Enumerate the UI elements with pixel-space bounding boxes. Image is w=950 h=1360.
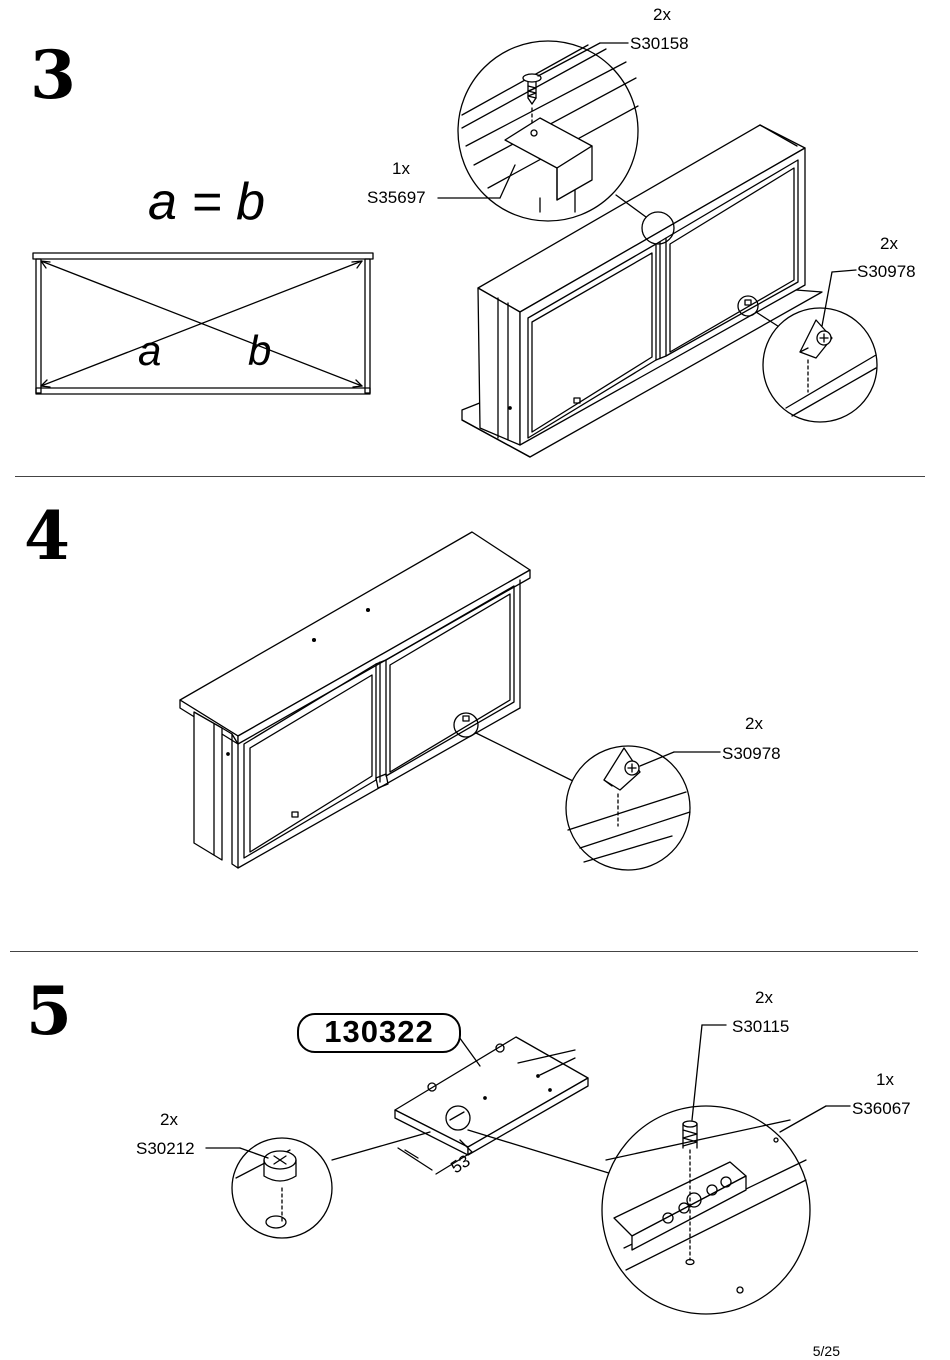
callout-s30978b-qty: 2x bbox=[745, 714, 763, 733]
step-3-number: 3 bbox=[30, 36, 76, 114]
detail-bracket bbox=[457, 40, 639, 222]
diagonal-b-label: b bbox=[248, 327, 272, 374]
callout-s30978b-code: S30978 bbox=[722, 744, 781, 763]
detail-connector-step3 bbox=[762, 307, 878, 423]
page-number: 5/25 bbox=[812, 1343, 840, 1359]
cabinet-step4 bbox=[179, 531, 576, 869]
detail-rail bbox=[601, 1105, 811, 1315]
callout-s30212-qty: 2x bbox=[160, 1110, 178, 1129]
callout-s30158-code: S30158 bbox=[630, 34, 689, 53]
callout-s30212-code: S30212 bbox=[136, 1139, 195, 1158]
callout-s30115-code: S30115 bbox=[732, 1017, 790, 1036]
callout-s30978a-code: S30978 bbox=[857, 262, 916, 281]
callout-s35697-qty: 1x bbox=[392, 159, 410, 178]
part-number-badge bbox=[297, 1013, 461, 1053]
callout-s30978a-qty: 2x bbox=[880, 234, 898, 253]
callout-s30115-qty: 2x bbox=[755, 988, 773, 1007]
divider-2 bbox=[10, 951, 918, 952]
step-5-number: 5 bbox=[26, 972, 72, 1050]
callout-s35697-code: S35697 bbox=[367, 188, 426, 207]
callout-s36067-qty: 1x bbox=[876, 1070, 894, 1089]
panel-130322 bbox=[331, 1036, 613, 1175]
cabinet-step3 bbox=[461, 124, 823, 458]
divider-1 bbox=[15, 476, 925, 477]
callout-s36067-code: S36067 bbox=[852, 1099, 911, 1118]
detail-connector-step4 bbox=[565, 745, 691, 871]
diagonal-a-label: a bbox=[138, 327, 162, 374]
square-check-frame bbox=[32, 252, 374, 395]
detail-camlock bbox=[231, 1137, 333, 1239]
square-equation: a = b bbox=[148, 173, 266, 231]
part-number: 130322 bbox=[324, 1014, 434, 1049]
callout-s30158-qty: 2x bbox=[653, 5, 671, 24]
step-4-number: 4 bbox=[24, 497, 70, 575]
